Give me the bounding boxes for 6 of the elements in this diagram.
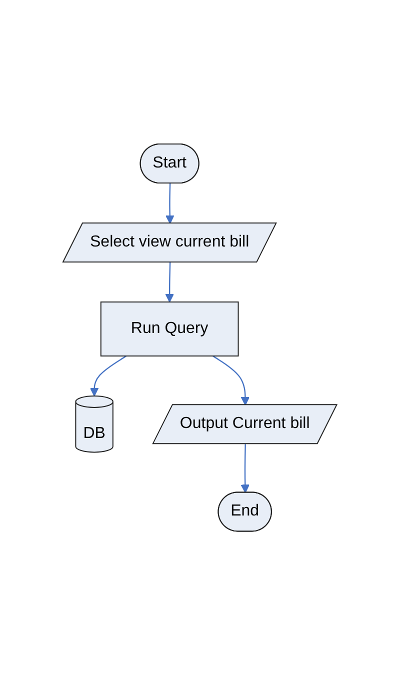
arrow [165, 262, 174, 303]
arrow [90, 356, 127, 397]
node-box: Run Query [100, 302, 239, 357]
arrow [166, 184, 174, 224]
arrow [212, 356, 250, 406]
arrow [240, 444, 250, 494]
